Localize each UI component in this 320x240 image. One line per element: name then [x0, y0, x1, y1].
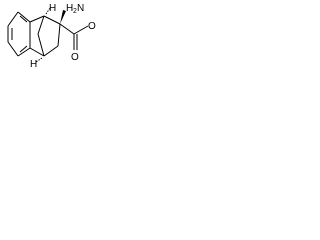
wedge-bond [60, 10, 66, 24]
amine-h-label: H [66, 3, 73, 14]
amine-n-label: N [77, 3, 84, 14]
bond-ring-inner-2 [19, 15, 28, 23]
bond-ring-4 [17, 47, 31, 57]
benzene-ring [7, 11, 31, 57]
bridge-framework [29, 7, 61, 63]
molecule-canvas: H H H 2 N O O [0, 0, 110, 80]
bond-bridge-left [37, 15, 45, 35]
bond-carbonyl-o [73, 25, 89, 35]
bond-c1-c9 [29, 15, 45, 23]
ester-group [59, 23, 89, 50]
bond-ring-6 [17, 11, 31, 23]
bond-bridge-right [37, 33, 45, 57]
bond-c3-c10 [43, 45, 59, 57]
bond-ring-1 [7, 11, 19, 27]
bond-ring-inner-3 [19, 45, 28, 53]
bond-ring-3 [7, 41, 19, 57]
amine-subscript-label: 2 [73, 8, 77, 15]
bond-c2-carbonyl [59, 23, 75, 35]
bond-c2-c3 [57, 23, 61, 47]
stereo-h-bottom-label: H [30, 59, 37, 70]
stereo-h-top-label: H [49, 3, 56, 14]
structure-drawing: H H H 2 N O O [7, 3, 96, 70]
bond-c4-c10 [29, 47, 45, 57]
carbonyl-o-label: O [71, 52, 79, 63]
stereo-hash-bottom [35, 57, 43, 63]
stereo-hash-top [45, 7, 51, 15]
bond-c9-c2 [43, 15, 61, 25]
ester-o-label: O [88, 21, 96, 32]
